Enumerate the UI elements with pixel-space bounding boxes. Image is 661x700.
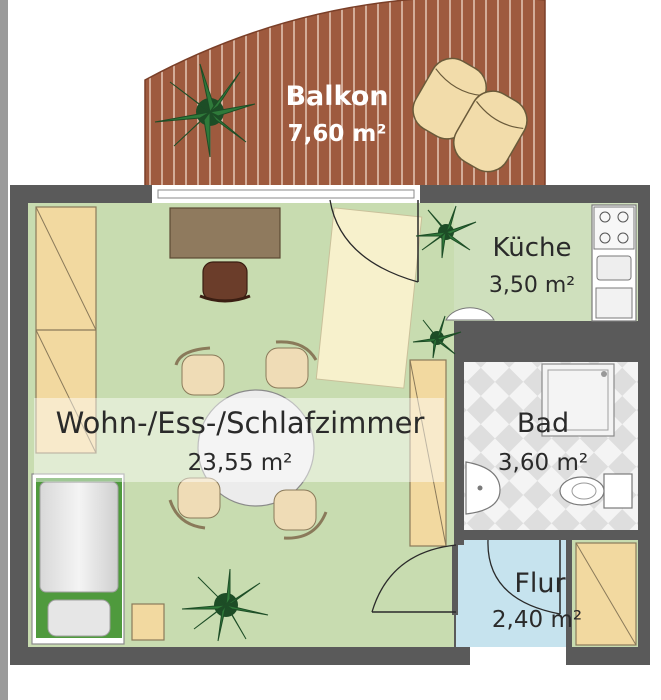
toilet (559, 473, 633, 509)
dining-chair (174, 346, 225, 396)
balcony-name-label: Balkon (285, 81, 388, 112)
stove-burner-icon (599, 211, 611, 223)
balcony-area-label: 7,60 m² (288, 121, 387, 147)
stove (593, 206, 635, 250)
dining-set (168, 340, 328, 540)
bath-door-swing (487, 539, 561, 615)
wardrobe (35, 206, 97, 454)
balcony-door-opening (152, 185, 420, 203)
hallway-area-label: 2,40 m² (492, 607, 582, 633)
dining-chair (265, 340, 318, 389)
desk (169, 207, 281, 259)
wall-flur-closet (566, 540, 572, 647)
plant-icon (415, 205, 477, 259)
plant-icon (154, 63, 256, 158)
left-edge-strip (0, 0, 8, 700)
kitchen-counter (591, 204, 637, 322)
hallway-floor (456, 540, 570, 647)
balcony-deck (144, 0, 546, 191)
plant-icon (412, 315, 462, 359)
kitchen-area-label: 3,50 m² (489, 273, 575, 298)
dining-table (197, 389, 315, 507)
wall-living-flur (452, 545, 458, 615)
entrance-opening (470, 647, 566, 665)
dining-chair (168, 477, 221, 530)
bath-name-label: Bad (517, 408, 569, 439)
bottom-margin (10, 665, 650, 700)
living-room-name-label: Wohn-/Ess-/Schlafzimmer (56, 406, 425, 440)
sideboard (409, 359, 447, 547)
kitchen-sink (596, 255, 632, 281)
dining-chair (273, 489, 328, 540)
kitchen-name-label: Küche (492, 233, 571, 263)
hallway-name-label: Flur (514, 568, 566, 599)
kitchen-table (445, 307, 495, 321)
hallway-closet (575, 542, 637, 646)
shower (541, 363, 615, 437)
stove-burner-icon (617, 211, 629, 223)
balcony-door-frame (157, 189, 415, 199)
sofa-bed (31, 473, 125, 645)
desk-chair (199, 261, 251, 303)
washbasin (465, 461, 501, 515)
rug (315, 207, 423, 389)
bath-area-label: 3,60 m² (498, 450, 588, 476)
stove-burner-icon (617, 232, 629, 244)
living-room-area-label: 23,55 m² (188, 450, 293, 476)
lounge-chairs (412, 57, 528, 173)
fridge (595, 287, 633, 319)
shower-drain-icon (601, 371, 607, 377)
wall-bath-left (454, 340, 464, 545)
entrance-door-swing (371, 544, 457, 613)
stove-burner-icon (599, 232, 611, 244)
balcony-door-swing (329, 199, 419, 283)
balcony (144, 0, 546, 191)
wall-kitchen-bath (454, 340, 638, 354)
plant-icon (181, 568, 269, 642)
side-table (131, 603, 165, 641)
living-room-label-band (34, 398, 444, 482)
wall-bath-flur (488, 530, 638, 540)
